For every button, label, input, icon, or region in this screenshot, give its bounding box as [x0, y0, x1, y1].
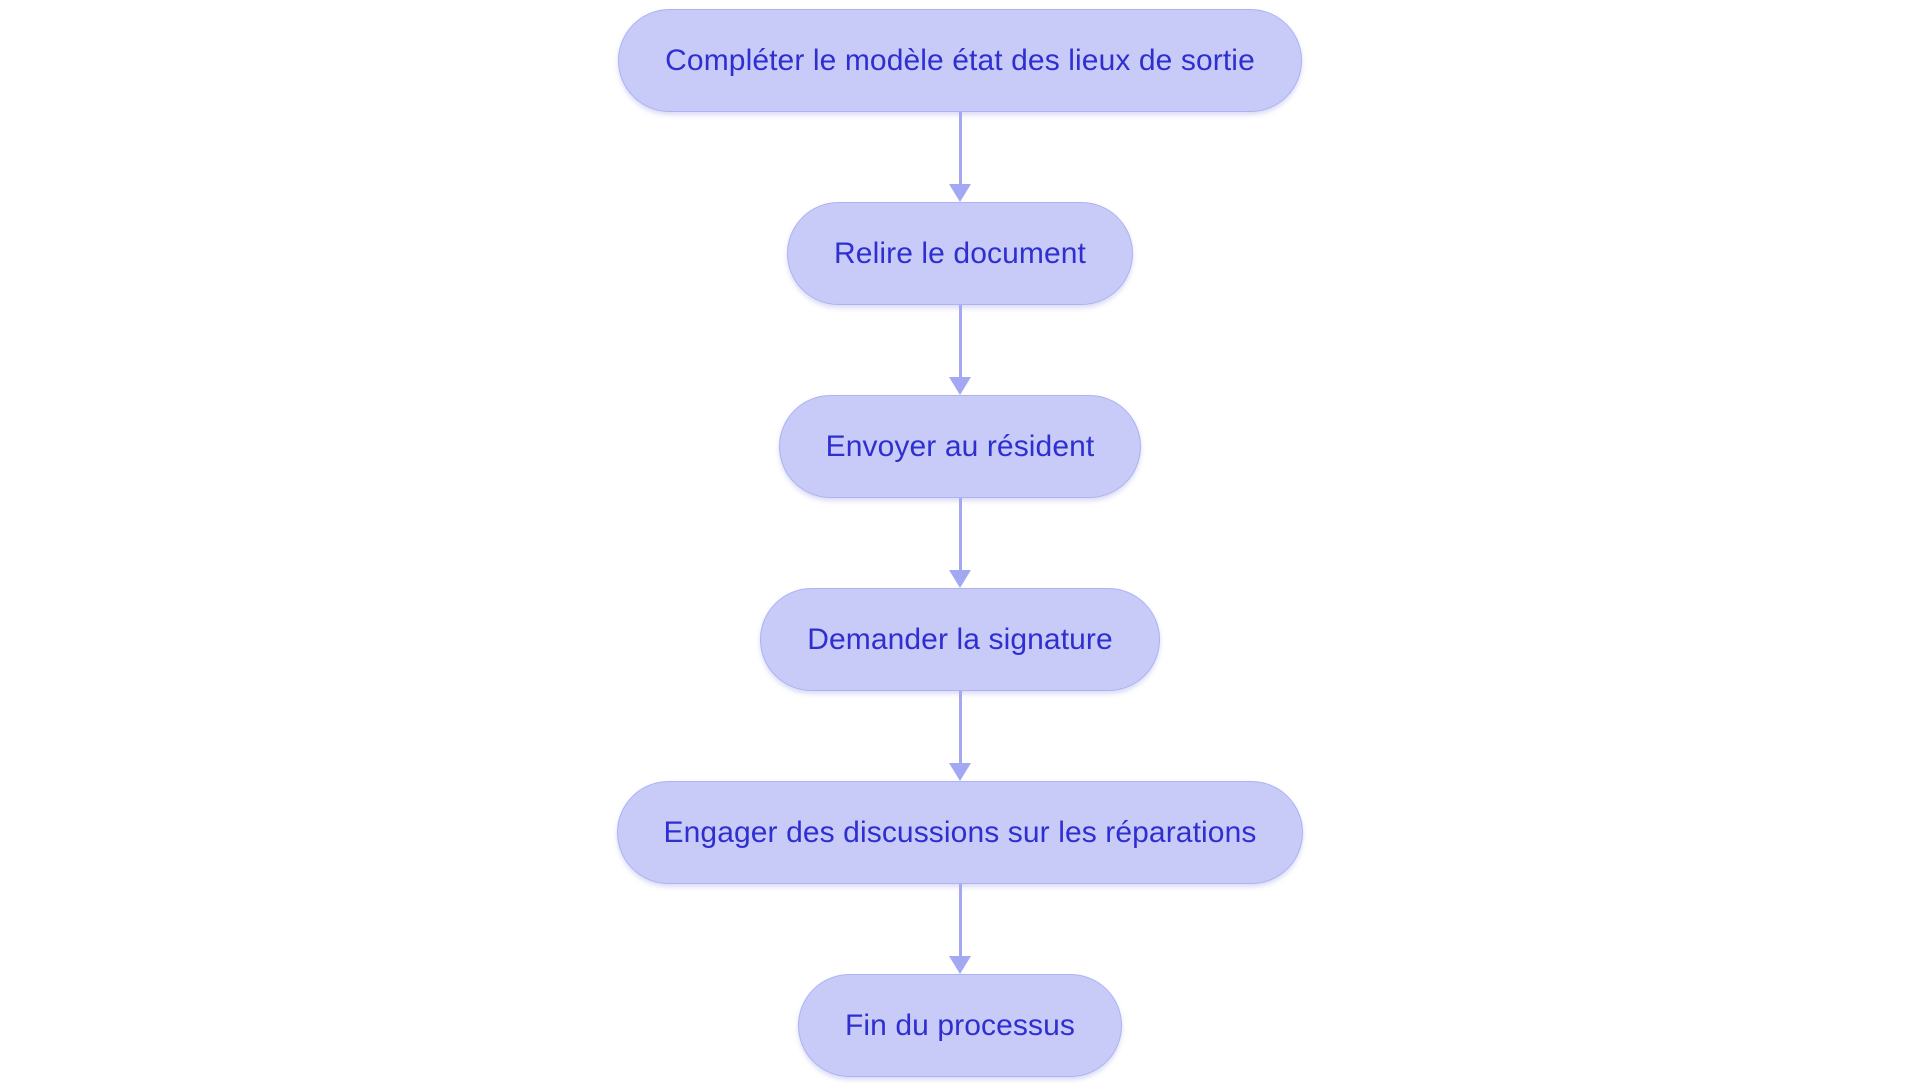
edge-line	[958, 691, 962, 763]
edge-line	[958, 305, 962, 377]
flow-edge-3-to-4	[948, 498, 972, 588]
arrow-down-icon	[949, 570, 971, 588]
flow-node-envoyer-resident[interactable]: Envoyer au résident	[778, 395, 1142, 498]
flow-edge-2-to-3	[948, 305, 972, 395]
flow-edge-5-to-6	[948, 884, 972, 974]
flow-node-demander-signature[interactable]: Demander la signature	[760, 588, 1160, 691]
edge-line	[958, 884, 962, 956]
arrow-down-icon	[949, 377, 971, 395]
arrow-down-icon	[949, 956, 971, 974]
flow-node-relire-document[interactable]: Relire le document	[787, 202, 1133, 305]
flow-node-label: Envoyer au résident	[825, 429, 1095, 463]
flow-node-label: Fin du processus	[844, 1008, 1076, 1042]
flow-node-completer-modele[interactable]: Compléter le modèle état des lieux de so…	[618, 9, 1302, 112]
flow-node-label: Demander la signature	[807, 622, 1113, 656]
edge-line	[958, 112, 962, 184]
flow-edge-4-to-5	[948, 691, 972, 781]
flow-edge-1-to-2	[948, 112, 972, 202]
arrow-down-icon	[949, 763, 971, 781]
flow-node-label: Relire le document	[834, 236, 1086, 270]
arrow-down-icon	[949, 184, 971, 202]
flow-node-label: Engager des discussions sur les réparati…	[663, 815, 1257, 849]
flow-node-fin-processus[interactable]: Fin du processus	[797, 974, 1123, 1077]
edge-line	[958, 498, 962, 570]
flow-node-engager-discussions[interactable]: Engager des discussions sur les réparati…	[616, 781, 1304, 884]
flow-node-label: Compléter le modèle état des lieux de so…	[665, 43, 1255, 77]
